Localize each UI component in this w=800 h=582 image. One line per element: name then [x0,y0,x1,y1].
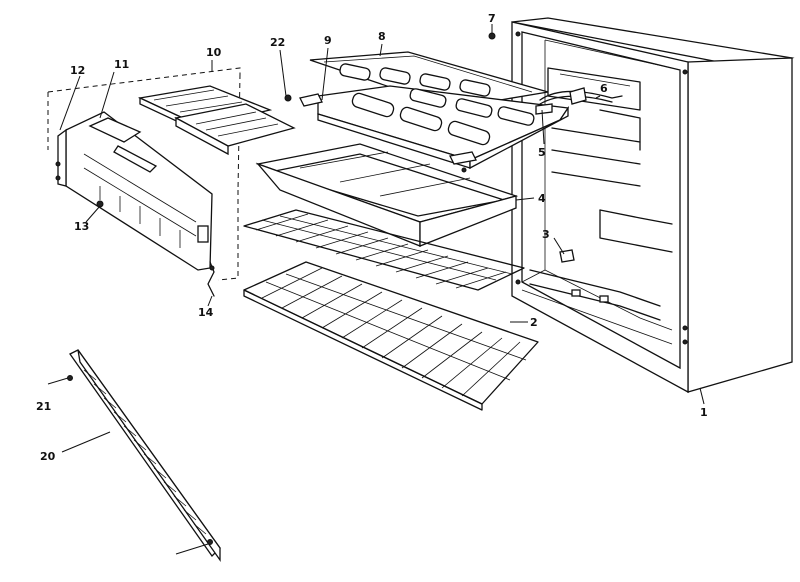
leader-lines [59,24,705,453]
hinge-part-14 [207,261,215,297]
callout-1: 1 [700,406,708,419]
callout-12: 12 [70,64,85,77]
screw-part-13 [96,200,104,208]
grille-part-20 [69,349,221,563]
crisper-tray-part-4 [255,143,519,247]
cabinet-part-1 [511,17,795,394]
callout-21: 21 [36,400,51,413]
callout-8: 8 [378,30,386,43]
wire-shelf-part-2-lower [243,261,539,411]
door-part-11 [55,111,213,271]
thermostat-tube-part-6 [539,87,623,105]
callout-7: 7 [488,12,496,25]
evaporator-plate-part-8 [309,51,549,109]
callout-4: 4 [538,192,546,205]
bracket-part-5 [535,103,553,115]
callout-14: 14 [198,306,214,319]
callout-13: 13 [74,220,89,233]
callout-22: 22 [270,36,285,49]
callout-2: 2 [530,316,538,329]
wire-shelf-part-2-upper [243,209,525,291]
ice-trays-part-10 [137,85,296,156]
callout-3: 3 [542,228,550,241]
callout-5: 5 [538,146,546,159]
callout-labels: 1 2 3 4 5 6 7 8 9 10 11 12 13 14 20 21 2… [36,12,708,463]
callout-11: 11 [114,58,129,71]
callout-9: 9 [324,34,332,47]
callout-10: 10 [206,46,222,59]
callout-20: 20 [40,450,56,463]
screw-part-22 [284,94,292,102]
freezer-compartment-part-9 [299,85,570,173]
callout-6: 6 [600,82,608,95]
screw-part-21 [47,375,213,555]
